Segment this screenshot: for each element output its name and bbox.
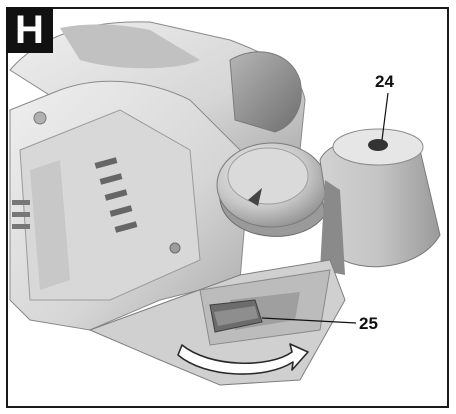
vent-slots bbox=[94, 157, 138, 233]
leader-line-25 bbox=[261, 317, 357, 324]
callout-25: 25 bbox=[359, 314, 378, 333]
dust-extraction-outlet bbox=[319, 128, 441, 275]
leader-line-24 bbox=[381, 92, 389, 141]
outlet-lever bbox=[209, 299, 263, 333]
rear-grip bbox=[229, 51, 302, 133]
rotation-arrow bbox=[177, 343, 309, 375]
figure-frame bbox=[6, 7, 449, 408]
callout-24: 24 bbox=[375, 72, 394, 91]
panel-label: H bbox=[6, 7, 53, 53]
depth-knob bbox=[216, 142, 328, 237]
